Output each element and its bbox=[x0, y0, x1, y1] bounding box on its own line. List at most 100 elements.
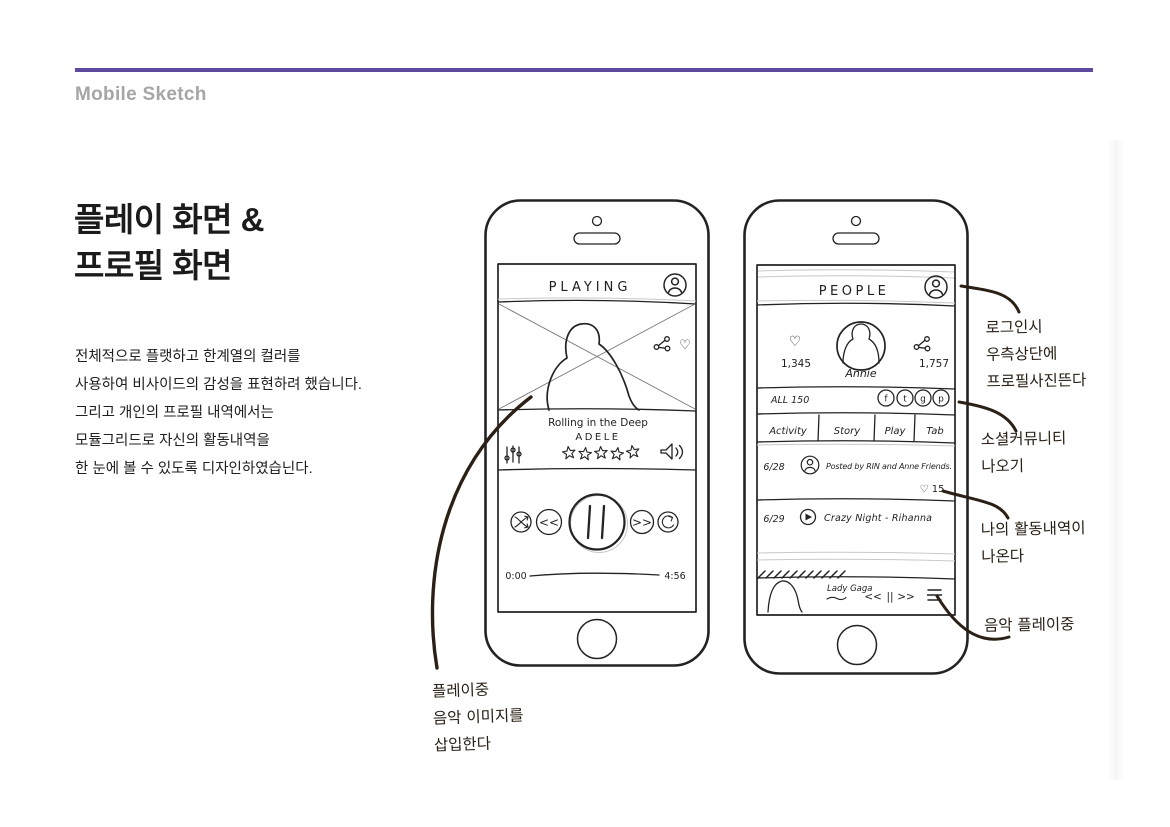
annotation-my-activity: 나의 활동내역이 나온다 bbox=[981, 515, 1087, 571]
equalizer-icon bbox=[504, 445, 522, 464]
speaker-slot-icon bbox=[573, 232, 621, 245]
play-header: PLAYING bbox=[497, 273, 697, 305]
profile-header: PEOPLE bbox=[756, 269, 956, 307]
avatar-silhouette-icon bbox=[842, 323, 880, 364]
twitter-icon: t bbox=[896, 389, 914, 407]
phone-body bbox=[484, 199, 710, 667]
feed-date: 6/29 bbox=[763, 514, 784, 525]
home-button-icon bbox=[576, 618, 618, 660]
profile-header-title: PEOPLE bbox=[819, 284, 890, 299]
description-line: 모듈그리드로 자신의 활동내역을 bbox=[75, 433, 270, 449]
tab-play: Play bbox=[885, 426, 907, 437]
screen-frame bbox=[756, 264, 956, 616]
feed-likes: ♡ 15 bbox=[920, 484, 945, 495]
annotation-line: 로그인시 bbox=[985, 317, 1043, 337]
likes-count: 1,345 bbox=[781, 358, 811, 370]
annotation-music-playing: 음악 플레이중 bbox=[984, 611, 1075, 640]
play-screen-sketch: PLAYING ♡ Rolling in the Deep ADELE bbox=[484, 199, 710, 667]
connector-social-community bbox=[957, 400, 1018, 433]
feed-item-1: 6/28 Posted by RIN and Anne Friends. ♡ 1… bbox=[756, 455, 956, 502]
image-cross-icon bbox=[498, 303, 696, 410]
heart-icon: ♡ bbox=[789, 334, 802, 350]
profile-summary: ♡ 1,345 Annie 1,757 bbox=[756, 321, 956, 390]
tab-activity: Activity bbox=[768, 426, 808, 437]
annotation-line: 삽입한다 bbox=[433, 734, 492, 755]
feed-text: Posted by RIN and Anne Friends. bbox=[826, 462, 952, 471]
album-art-placeholder: ♡ bbox=[497, 303, 697, 412]
svg-text:t: t bbox=[903, 395, 907, 405]
mini-pause-icon: || bbox=[886, 591, 893, 603]
mini-forward-icon: >> bbox=[897, 591, 915, 603]
time-total: 4:56 bbox=[664, 571, 685, 582]
connector-profile-photo bbox=[959, 284, 1021, 314]
annotation-line: 플레이중 bbox=[431, 680, 490, 701]
tab-bar: Activity Story Play Tab bbox=[756, 414, 956, 447]
speaker-slot-icon bbox=[832, 232, 880, 245]
volume-icon bbox=[660, 443, 684, 460]
annotation-social-community: 소셜커뮤니티 나오기 bbox=[981, 425, 1067, 480]
mini-rewind-icon: << bbox=[864, 591, 882, 603]
connector-play-image bbox=[430, 395, 533, 670]
repeat-button bbox=[657, 511, 679, 533]
avatar bbox=[836, 321, 886, 371]
svg-text:g: g bbox=[920, 395, 926, 405]
song-title: Rolling in the Deep bbox=[548, 417, 648, 429]
time-elapsed: 0:00 bbox=[505, 571, 526, 582]
annotation-line: 프로필사진뜬다 bbox=[986, 371, 1087, 391]
page-title: 플레이 화면 & 프로필 화면 bbox=[74, 197, 264, 289]
repeat-icon bbox=[661, 515, 675, 529]
pause-icon bbox=[586, 504, 606, 540]
scan-seam bbox=[1108, 140, 1124, 780]
all-count-label: ALL 150 bbox=[770, 395, 809, 406]
heart-icon: ♡ bbox=[679, 338, 691, 353]
screen-frame bbox=[497, 263, 697, 613]
social-row: ALL 150 f t g p bbox=[756, 389, 956, 416]
annotation-line: 우측상단에 bbox=[985, 344, 1058, 364]
progress-row: 0:00 4:56 bbox=[505, 571, 685, 582]
description-line: 한 눈에 볼 수 있도록 디자인하였습닌다. bbox=[75, 461, 313, 477]
annotation-line: 소셜커뮤니티 bbox=[980, 429, 1067, 449]
annotation-profile-photo: 로그인시 우측상단에 프로필사진뜬다 bbox=[985, 313, 1086, 396]
profile-screen-sketch: PEOPLE ♡ 1,345 Annie 1,757 ALL 150 f bbox=[743, 199, 969, 675]
pinterest-icon: p bbox=[932, 389, 950, 407]
shares-count: 1,757 bbox=[919, 358, 949, 370]
phone-body bbox=[743, 199, 969, 675]
album-silhouette-icon bbox=[546, 322, 640, 411]
rewind-icon: << bbox=[539, 516, 559, 530]
connector-music-playing bbox=[935, 594, 1011, 641]
feed-item-2: 6/29 Crazy Night - Rihanna bbox=[756, 508, 956, 562]
annotation-line: 음악 플레이중 bbox=[983, 615, 1075, 635]
connector-my-activity bbox=[941, 489, 1010, 520]
home-button-icon bbox=[836, 624, 878, 666]
artist-name: ADELE bbox=[575, 432, 620, 443]
options-row bbox=[497, 443, 697, 471]
shuffle-button bbox=[510, 511, 532, 533]
pause-button bbox=[568, 493, 628, 553]
tab-story: Story bbox=[834, 426, 861, 437]
google-icon: g bbox=[914, 389, 932, 407]
facebook-icon: f bbox=[877, 389, 895, 407]
camera-dot-icon bbox=[591, 215, 603, 227]
username: Annie bbox=[844, 367, 877, 380]
page-title-line1: 플레이 화면 & bbox=[74, 201, 264, 238]
annotation-line: 나온다 bbox=[981, 547, 1025, 566]
mini-player: Lady Gaga << || >> bbox=[756, 570, 956, 613]
play-circle-icon bbox=[799, 508, 817, 526]
annotation-line: 나오기 bbox=[981, 456, 1025, 476]
description-line: 그리고 개인의 프로필 내역에서는 bbox=[75, 405, 274, 421]
scribble-hatch bbox=[757, 570, 846, 579]
annotation-line: 나의 활동내역이 bbox=[980, 519, 1086, 539]
annotation-line: 음악 이미지를 bbox=[432, 706, 524, 728]
feed-date: 6/28 bbox=[763, 462, 784, 473]
svg-text:f: f bbox=[884, 395, 888, 405]
eyebrow-label: Mobile Sketch bbox=[75, 84, 207, 105]
svg-text:p: p bbox=[938, 395, 944, 405]
annotation-play-image: 플레이중 음악 이미지를 삽입한다 bbox=[432, 675, 525, 759]
rewind-button: << bbox=[535, 508, 563, 536]
progress-bar bbox=[529, 572, 660, 577]
tab-tab: Tab bbox=[926, 426, 944, 437]
mini-player-artist: Lady Gaga bbox=[827, 584, 872, 594]
player-controls: << >> bbox=[510, 493, 679, 553]
